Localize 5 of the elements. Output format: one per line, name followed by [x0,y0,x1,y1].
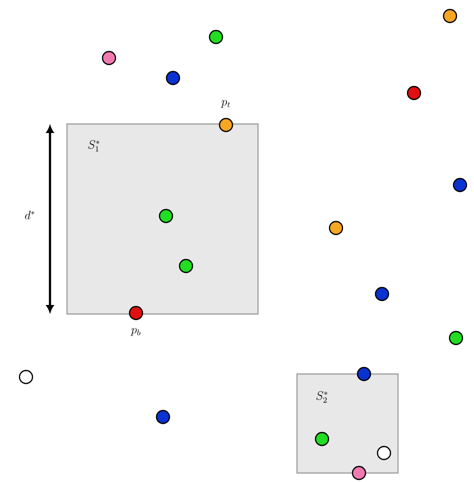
point-label: $d^*$ [25,210,34,220]
point-label: $p_b$ [130,328,140,336]
point-label: $p_t$ [220,100,230,108]
square-region: $S_1^*$ [66,123,259,315]
square-region: $S_2^*$ [296,373,399,474]
